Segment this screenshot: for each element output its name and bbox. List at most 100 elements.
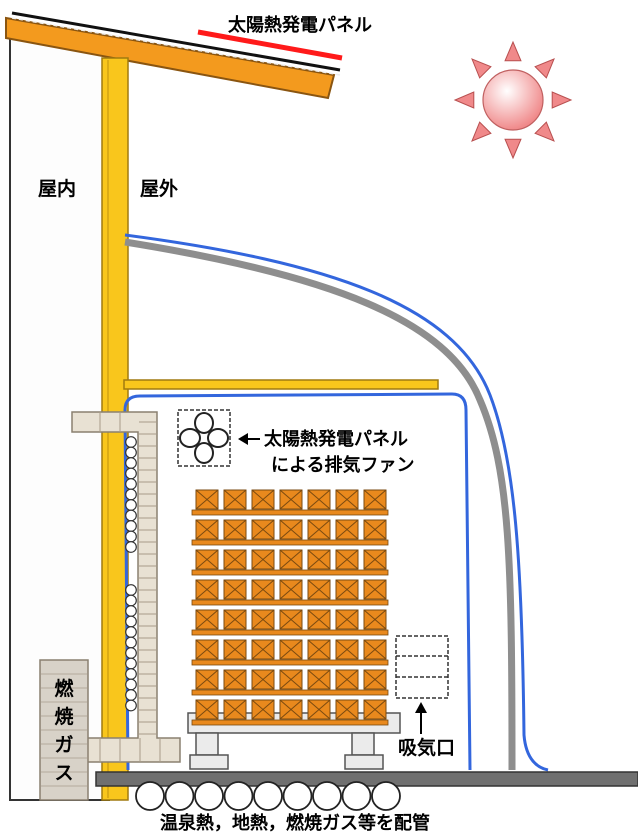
- crate: [251, 519, 275, 540]
- coil-ring: [125, 636, 137, 649]
- sun-ray: [504, 138, 522, 160]
- duct-brick-lines: [99, 412, 161, 762]
- outer-film-gray: [124, 238, 516, 771]
- crate: [279, 669, 303, 690]
- crate: [251, 549, 275, 570]
- arrow-left-icon: [238, 433, 260, 445]
- heating-coils: [125, 436, 137, 712]
- burner-char-4: ス: [54, 762, 73, 784]
- crate: [279, 519, 303, 540]
- coil-ring: [125, 446, 137, 459]
- pipe: [371, 781, 401, 811]
- coil-ring: [125, 699, 137, 712]
- crate: [307, 639, 331, 660]
- crate: [195, 579, 219, 600]
- sun-ray: [534, 58, 555, 79]
- coil-ring: [125, 541, 137, 553]
- coil-ring: [125, 478, 137, 490]
- sun-ray: [504, 40, 522, 62]
- crate: [279, 579, 303, 600]
- crate: [279, 609, 303, 630]
- crate: [251, 639, 275, 660]
- crate: [251, 669, 275, 690]
- crate: [195, 549, 219, 570]
- coil-ring: [125, 436, 137, 448]
- sun-icon: [453, 40, 573, 160]
- crate-slat: [191, 599, 389, 606]
- solar-panel: [197, 29, 343, 61]
- solar-panel-label: 太陽熱発電パネル: [228, 14, 372, 36]
- outer-film-blue: [124, 233, 549, 772]
- crate: [223, 489, 247, 510]
- inner-film-blue: [123, 392, 472, 771]
- crate: [195, 639, 219, 660]
- indoor-label: 屋内: [38, 177, 76, 200]
- crate: [335, 699, 359, 720]
- sun-ray: [551, 91, 573, 109]
- crate-slat: [191, 689, 389, 696]
- sun-ray: [453, 91, 475, 109]
- burner-char-2: 焼: [54, 705, 73, 728]
- sun-ray: [471, 121, 492, 142]
- underground-pipes: [135, 781, 401, 811]
- crate: [307, 579, 331, 600]
- crate: [251, 609, 275, 630]
- sun-ray: [471, 58, 492, 79]
- sun-ray: [534, 121, 555, 142]
- pipe: [253, 781, 283, 811]
- crate: [335, 669, 359, 690]
- crate: [279, 699, 303, 720]
- crate: [307, 519, 331, 540]
- crate-slat: [191, 539, 389, 546]
- pipe: [135, 781, 165, 811]
- coil-ring: [125, 605, 137, 617]
- crate-slat: [191, 659, 389, 666]
- pipe: [164, 781, 195, 811]
- crate: [363, 489, 387, 510]
- coil-ring: [125, 657, 137, 670]
- crate: [335, 519, 359, 540]
- fan-label-line2: による排気ファン: [271, 454, 414, 476]
- burner-char-1: 燃: [54, 677, 74, 700]
- fan-label-line1: 太陽熱発電パネル: [264, 428, 408, 450]
- crate: [335, 639, 359, 660]
- coil-ring: [125, 626, 137, 638]
- crate: [251, 579, 275, 600]
- crate-stack: [191, 489, 389, 726]
- crate: [363, 669, 387, 690]
- crate: [307, 699, 331, 720]
- crate: [223, 519, 247, 540]
- coil-ring: [125, 678, 137, 691]
- crate: [195, 699, 219, 720]
- air-intake-label: 吸気口: [398, 736, 455, 759]
- roof-edge: [11, 11, 341, 72]
- coil-ring: [125, 509, 137, 522]
- crate: [363, 639, 387, 660]
- crate: [335, 549, 359, 570]
- burner-brick-lines: [41, 673, 87, 787]
- sun-disc: [482, 69, 544, 131]
- crate: [251, 489, 275, 510]
- arrow-up-icon: [415, 702, 427, 734]
- air-intake: [395, 635, 449, 699]
- coil-ring: [125, 668, 137, 680]
- crate: [363, 579, 387, 600]
- pipe: [282, 781, 313, 811]
- coil-ring: [125, 488, 137, 501]
- crate: [363, 549, 387, 570]
- crate: [195, 519, 219, 540]
- pipe: [194, 781, 224, 811]
- coil-ring: [125, 584, 137, 596]
- crate: [223, 609, 247, 630]
- piping-label: 温泉熱，地熱，燃焼ガス等を配管: [160, 812, 430, 834]
- coil-ring: [125, 689, 137, 701]
- crate: [223, 579, 247, 600]
- crate: [279, 489, 303, 510]
- coil-ring: [125, 467, 137, 480]
- crate: [195, 489, 219, 510]
- crate: [223, 669, 247, 690]
- crate-slat: [191, 509, 389, 516]
- pipe: [341, 781, 372, 811]
- crate-slat: [191, 629, 389, 636]
